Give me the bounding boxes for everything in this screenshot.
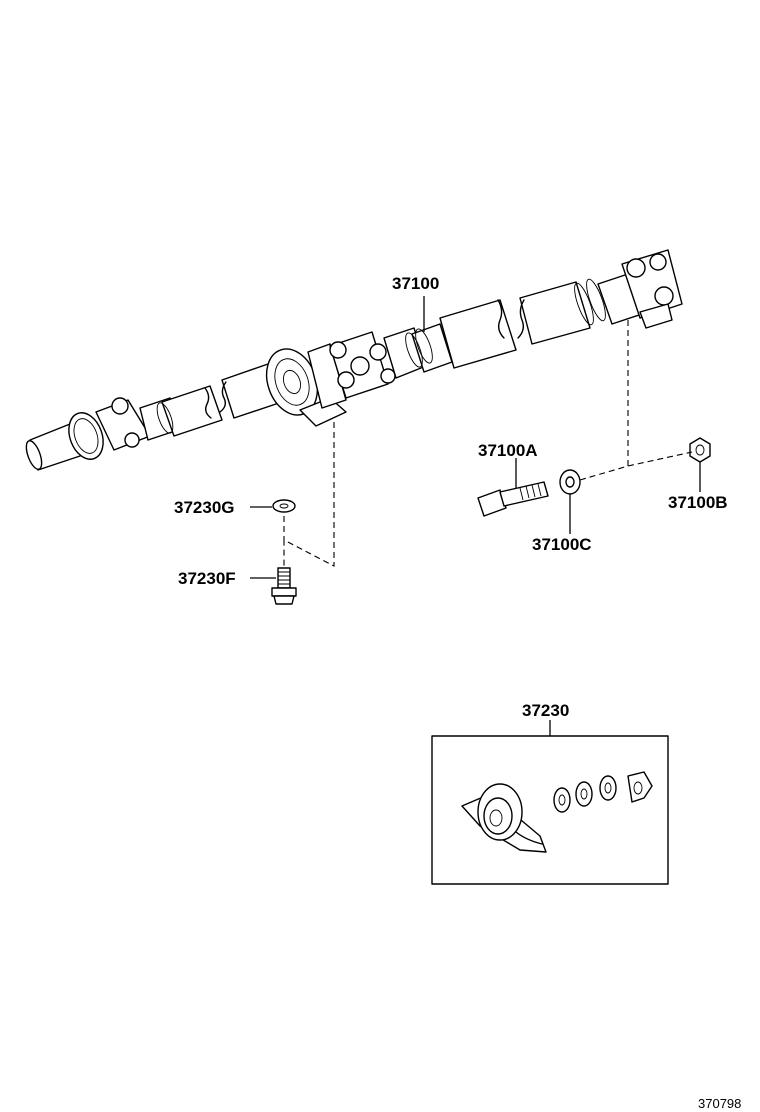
center-universal-joint	[329, 327, 427, 399]
washer-37230g[interactable]	[272, 499, 296, 513]
rear-tube	[405, 299, 517, 373]
front-spline-yoke	[25, 397, 179, 471]
label-37100b: 37100B	[668, 493, 728, 512]
propeller-shaft-assembly[interactable]	[23, 249, 683, 471]
label-37100a: 37100A	[478, 441, 538, 460]
label-37230g: 37230G	[174, 498, 235, 517]
leader-lines	[250, 296, 701, 736]
label-37100: 37100	[392, 274, 439, 293]
nut-37100b[interactable]	[689, 437, 711, 463]
bolt-37100a[interactable]	[477, 481, 549, 517]
rear-tube-2	[517, 278, 606, 345]
label-37100c: 37100C	[532, 535, 592, 554]
figure-number: 370798	[698, 1096, 741, 1111]
kit-bearing	[461, 783, 547, 853]
bolt-37230f[interactable]	[271, 567, 297, 605]
center-support-bearing	[265, 343, 347, 427]
washer-37100c[interactable]	[559, 469, 581, 495]
assembly-lines	[283, 320, 693, 567]
front-tube	[156, 385, 223, 437]
kit-frame	[431, 735, 669, 885]
rear-flange-yoke	[597, 249, 683, 329]
label-37230f: 37230F	[178, 569, 236, 588]
center-bearing-kit[interactable]	[431, 735, 669, 885]
label-37230: 37230	[522, 701, 569, 720]
kit-washers	[553, 771, 653, 813]
